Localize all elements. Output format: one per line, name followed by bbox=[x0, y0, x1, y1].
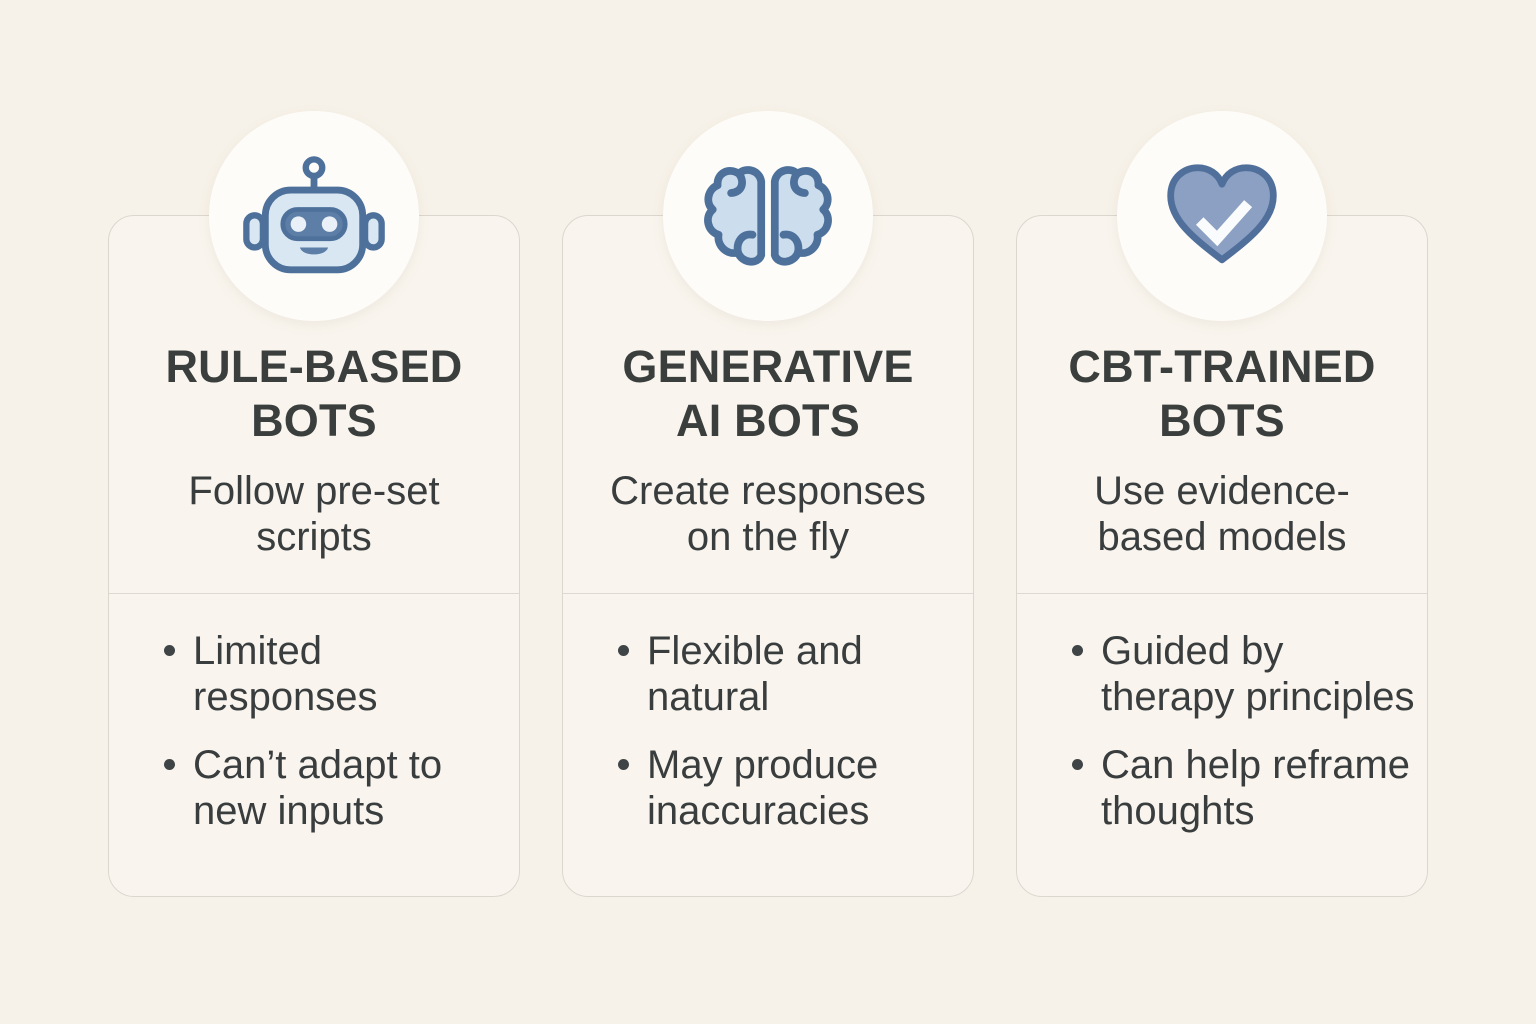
card-title: CBT-TRAINED BOTS bbox=[1068, 341, 1376, 446]
bullet-dot bbox=[1072, 645, 1083, 656]
card-header: CBT-TRAINED BOTS Use evidence-based mode… bbox=[1017, 216, 1427, 594]
icon-circle bbox=[1117, 111, 1327, 321]
list-item: May produce inaccuracies bbox=[618, 742, 969, 834]
card-subtitle: Use evidence-based models bbox=[1094, 469, 1350, 559]
bullet-dot bbox=[164, 645, 175, 656]
icon-circle bbox=[663, 111, 873, 321]
heart-check-icon bbox=[1167, 164, 1277, 263]
bullet-text: May produce inaccuracies bbox=[647, 743, 879, 833]
list-item: Can’t adapt to new inputs bbox=[164, 742, 515, 834]
list-item: Guided by therapy principles bbox=[1072, 628, 1423, 720]
card-subtitle: Create responses on the fly bbox=[610, 469, 926, 559]
bullet-text: Guided by therapy principles bbox=[1101, 629, 1415, 719]
card-subtitle: Follow pre-set scripts bbox=[188, 469, 440, 559]
card-title: RULE-BASED BOTS bbox=[165, 341, 463, 446]
bullet-list: Guided by therapy principles Can help re… bbox=[1017, 594, 1427, 834]
card-generative-ai-bots: GENERATIVE AI BOTS Create responses on t… bbox=[562, 111, 974, 897]
list-item: Limited responses bbox=[164, 628, 515, 720]
bullet-text: Can help reframe thoughts bbox=[1101, 743, 1411, 833]
bullet-dot bbox=[618, 759, 629, 770]
bullet-dot bbox=[618, 645, 629, 656]
card-header: GENERATIVE AI BOTS Create responses on t… bbox=[563, 216, 973, 594]
bullet-text: Limited responses bbox=[193, 629, 378, 719]
bullet-text: Can’t adapt to new inputs bbox=[193, 743, 443, 833]
card-cbt-trained-bots: CBT-TRAINED BOTS Use evidence-based mode… bbox=[1016, 111, 1428, 897]
brain-icon bbox=[704, 165, 832, 266]
card-rule-based-bots: RULE-BASED BOTS Follow pre-set scripts L… bbox=[108, 111, 520, 897]
bullet-dot bbox=[164, 759, 175, 770]
bullet-list: Flexible and natural May produce inaccur… bbox=[563, 594, 973, 834]
bullet-text: Flexible and natural bbox=[647, 629, 863, 719]
card-header: RULE-BASED BOTS Follow pre-set scripts bbox=[109, 216, 519, 594]
bullet-list: Limited responses Can’t adapt to new inp… bbox=[109, 594, 519, 834]
robot-icon bbox=[243, 155, 385, 273]
list-item: Flexible and natural bbox=[618, 628, 969, 720]
bullet-dot bbox=[1072, 759, 1083, 770]
icon-circle bbox=[209, 111, 419, 321]
list-item: Can help reframe thoughts bbox=[1072, 742, 1423, 834]
card-title: GENERATIVE AI BOTS bbox=[622, 341, 914, 446]
